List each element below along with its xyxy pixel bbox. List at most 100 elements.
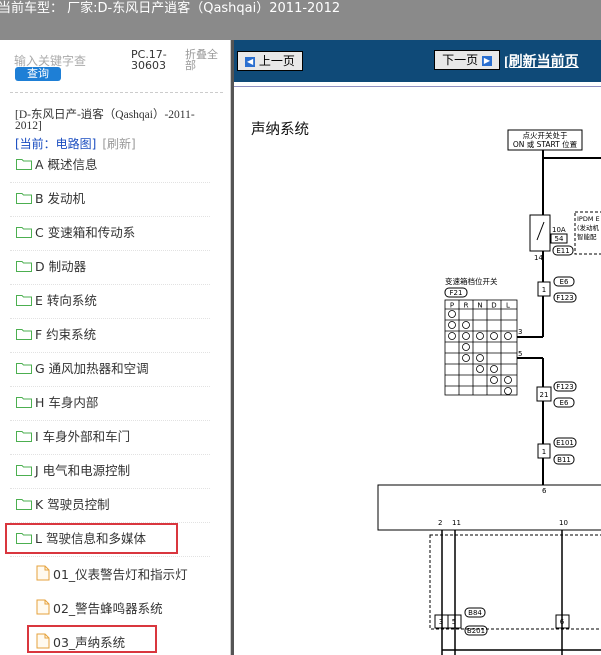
folder-icon <box>16 157 32 175</box>
tree-item-h[interactable]: H 车身内部 <box>16 394 98 412</box>
pin-6b: 6 <box>560 618 565 626</box>
folder-icon <box>16 327 32 345</box>
next-page-button[interactable]: 下一页 ▶ <box>434 50 500 70</box>
pin-5: 5 <box>518 350 522 358</box>
window-title: 当前车型： 厂家:D-东风日产逍客（Qashqai）2011-2012 <box>0 1 341 16</box>
tree-separator <box>10 250 210 251</box>
ignition-label-1: 点火开关处于 <box>523 130 568 140</box>
module-box <box>377 484 601 531</box>
pin-2: 2 <box>438 519 442 527</box>
tree-item-label: H 车身内部 <box>35 395 99 410</box>
tree-item-label: K 驾驶员控制 <box>35 497 110 512</box>
tree-separator <box>10 454 210 455</box>
fold-all-button[interactable]: 折叠全部 <box>185 48 218 72</box>
fuse-box <box>529 214 551 252</box>
page-title: 声纳系统 <box>251 122 309 138</box>
tree-separator <box>10 318 210 319</box>
pin-5b: 5 <box>452 618 456 626</box>
folder-icon <box>16 191 32 209</box>
current-label: [当前：电路图] <box>15 137 97 151</box>
fuse-amp: 10A <box>552 226 566 234</box>
pin-21: 21 <box>540 391 549 399</box>
tree-item-label: F 约束系统 <box>35 327 97 342</box>
pin-3b: 3 <box>439 618 443 626</box>
tree-separator <box>10 556 210 557</box>
tree-item-c[interactable]: C 变速箱和传动系 <box>16 224 135 242</box>
tree-separator <box>10 522 210 523</box>
refresh-link[interactable]: [刷新] <box>102 137 136 151</box>
folder-icon <box>16 293 32 311</box>
gear-switch-label: 变速箱档位开关 <box>445 276 498 286</box>
tree-subitem-label: 03_声纳系统 <box>53 635 126 650</box>
tree-subitem-label: 01_仪表警告灯和指示灯 <box>53 567 188 582</box>
tree-subitem[interactable]: 03_声纳系统 <box>36 633 125 651</box>
pin-3: 3 <box>518 328 522 336</box>
tree-item-k[interactable]: K 驾驶员控制 <box>16 496 110 514</box>
ipdm-label-2: (发动机 <box>577 223 600 232</box>
folder-icon <box>16 429 32 447</box>
pin-11: 11 <box>452 519 461 527</box>
header-rule <box>234 86 601 87</box>
tree-item-j[interactable]: J 电气和电源控制 <box>16 462 130 480</box>
tree-subitem-label: 02_警告蜂鸣器系统 <box>53 601 163 616</box>
gear-p: P <box>450 302 454 310</box>
tree-subitem[interactable]: 01_仪表警告灯和指示灯 <box>36 565 188 583</box>
tree-item-label: A 概述信息 <box>35 157 98 172</box>
conn-e6a-box <box>553 276 575 287</box>
folder-icon <box>16 497 32 515</box>
search-input[interactable]: 输入关键字查 <box>14 54 87 68</box>
ipdm-box <box>574 211 601 255</box>
conn-b11: B11 <box>557 456 571 464</box>
tree-item-l[interactable]: L 驾驶信息和多媒体 <box>16 530 146 548</box>
pane-divider[interactable] <box>231 40 234 655</box>
tree-item-a[interactable]: A 概述信息 <box>16 156 98 174</box>
tree-item-b[interactable]: B 发动机 <box>16 190 85 208</box>
document-icon <box>36 565 50 586</box>
tree-item-f[interactable]: F 约束系统 <box>16 326 96 344</box>
prev-page-button[interactable]: ◀ 上一页 <box>237 51 303 71</box>
tree-separator <box>10 420 210 421</box>
pin-6b-box <box>555 614 570 629</box>
conn-b11-box <box>553 454 575 465</box>
tree-item-label: L 驾驶信息和多媒体 <box>35 531 146 546</box>
pin-14: 14 <box>534 254 543 262</box>
shield-box <box>429 534 601 630</box>
conn-b201: B201 <box>467 627 485 635</box>
wiring-diagram: 点火开关处于 ON 或 START 位置 IPDM E (发动机 智能配 10A… <box>377 129 601 655</box>
gear-n: N <box>477 302 482 310</box>
gear-r: R <box>464 302 469 310</box>
car-name: [D-东风日产-逍客（Qashqai）-2011-2012] <box>15 109 195 132</box>
highlight-box <box>5 523 178 554</box>
sidebar <box>0 40 231 655</box>
refresh-page-link[interactable]: [刷新当前页 <box>504 55 579 70</box>
conn-f21: F21 <box>450 289 463 297</box>
pin-5b-box <box>447 614 462 629</box>
right-arrow-icon: ▶ <box>481 55 492 66</box>
divider <box>10 92 223 93</box>
conn-f123a: F123 <box>556 294 573 302</box>
tree-subitem[interactable]: 02_警告蜂鸣器系统 <box>36 599 163 617</box>
highlight-box <box>27 625 157 653</box>
conn-e101: E101 <box>556 439 574 447</box>
conn-e11-box <box>552 245 574 256</box>
ipdm-label-1: IPDM E <box>577 215 600 223</box>
folder-icon <box>16 259 32 277</box>
window-titlebar: 当前车型： 厂家:D-东风日产逍客（Qashqai）2011-2012 <box>0 0 601 40</box>
tree-separator <box>10 216 210 217</box>
pin-1a: 1 <box>542 286 546 294</box>
tree-item-label: C 变速箱和传动系 <box>35 225 136 240</box>
tree-item-label: I 车身外部和车门 <box>35 429 131 444</box>
folder-icon <box>16 531 32 549</box>
current-row: [当前：电路图] [刷新] <box>15 135 136 152</box>
conn-f123b: F123 <box>556 383 573 391</box>
conn-e11: E11 <box>556 247 569 255</box>
tree-item-i[interactable]: I 车身外部和车门 <box>16 428 130 446</box>
tree-item-e[interactable]: E 转向系统 <box>16 292 97 310</box>
tree-item-label: G 通风加热器和空调 <box>35 361 149 376</box>
tree-item-g[interactable]: G 通风加热器和空调 <box>16 360 149 378</box>
conn-e6b: E6 <box>560 399 569 407</box>
ignition-box <box>507 129 583 151</box>
tree-item-d[interactable]: D 制动器 <box>16 258 86 276</box>
fuse-num: 54 <box>555 235 564 243</box>
search-button[interactable]: 查询 <box>15 67 61 81</box>
